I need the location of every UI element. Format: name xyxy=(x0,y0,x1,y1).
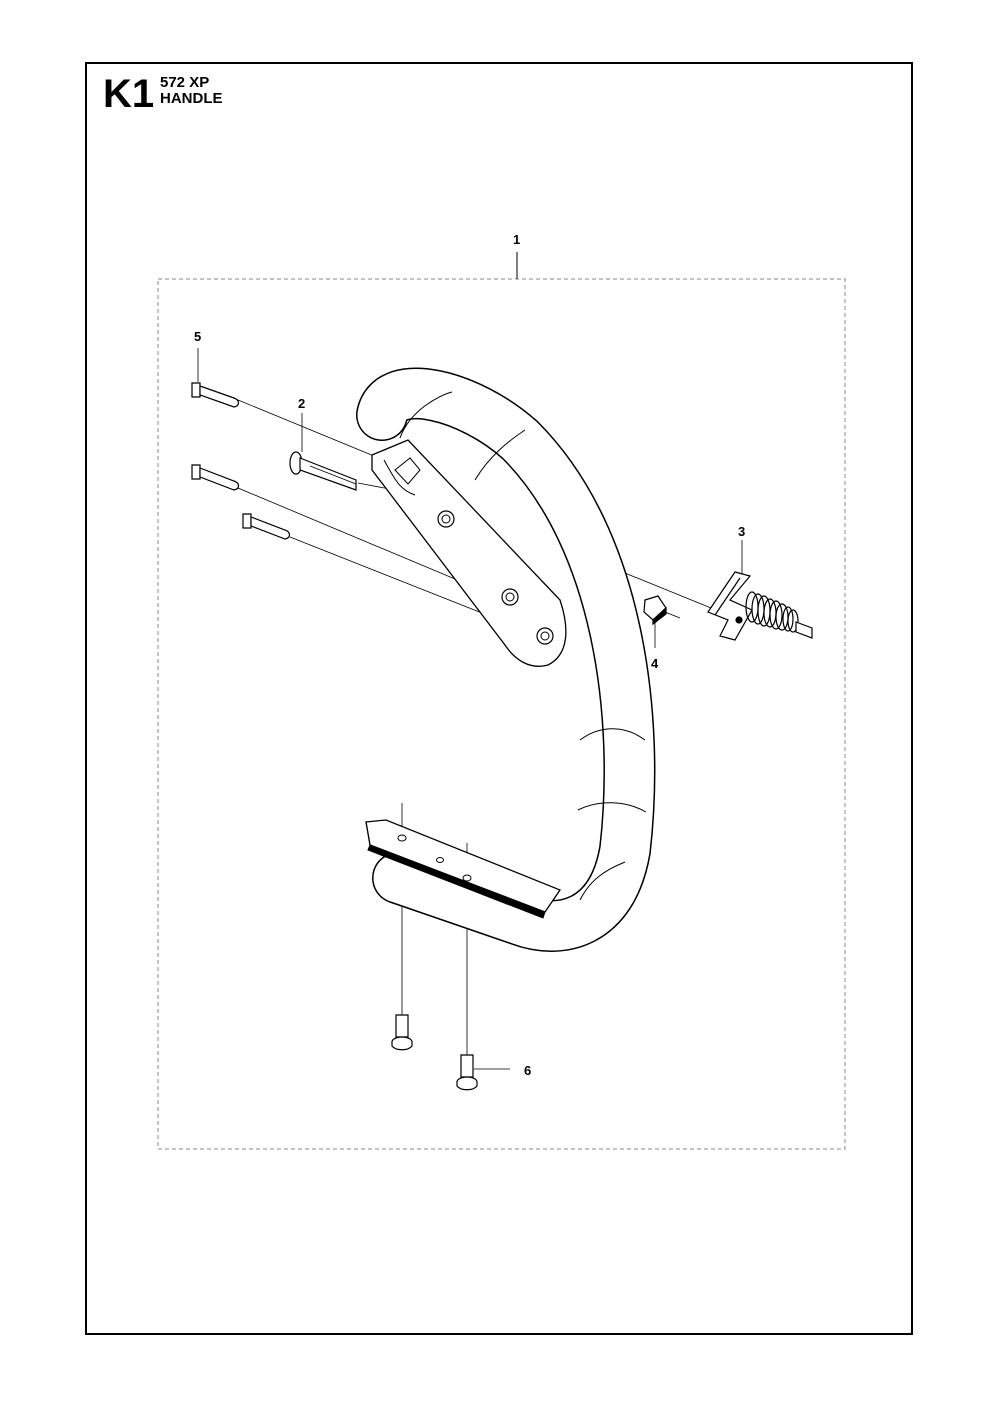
nut-4 xyxy=(643,595,667,626)
callout-4: 4 xyxy=(651,656,659,671)
screw-6-right xyxy=(456,1054,478,1091)
screw-5-lower xyxy=(242,513,291,540)
page-title: HANDLE xyxy=(160,90,223,107)
assembly-lines xyxy=(197,348,743,1070)
callout-1: 1 xyxy=(513,232,520,247)
callout-6: 6 xyxy=(524,1063,531,1078)
spring-3 xyxy=(707,571,813,641)
callout-2: 2 xyxy=(298,396,305,411)
callout-3: 3 xyxy=(738,524,745,539)
assembly-box xyxy=(157,278,846,1150)
front-handle xyxy=(356,367,656,952)
page-frame xyxy=(85,62,913,1335)
screw-5-middle xyxy=(191,464,240,491)
side-plate xyxy=(371,439,567,667)
callout-5: 5 xyxy=(194,329,201,344)
section-code: K1 xyxy=(103,72,155,116)
model-name: 572 XP xyxy=(160,74,210,91)
screw-5-upper xyxy=(191,382,240,408)
bolt-2 xyxy=(289,451,357,491)
foot-plate xyxy=(365,819,561,919)
screw-6-left xyxy=(391,1014,413,1051)
